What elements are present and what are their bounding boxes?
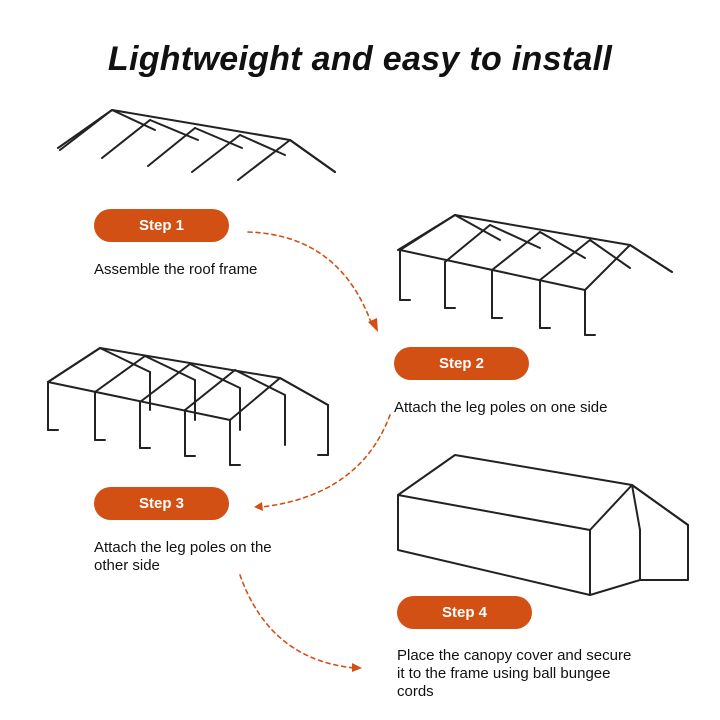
dashed-arrows: [239, 231, 391, 669]
step2-frame-illustration: [397, 214, 673, 336]
step3-frame-illustration: [47, 347, 329, 466]
arrowheads: [254, 318, 378, 672]
step-1-description: Assemble the roof frame: [94, 261, 258, 278]
step-3-description: Attach the leg poles on the other side: [94, 539, 272, 574]
roof-frame-illustration: [57, 109, 336, 181]
page-title: Lightweight and easy to install: [107, 40, 613, 78]
step-4-badge: Step 4: [397, 596, 532, 629]
step-4-description: Place the canopy cover and secure it to …: [397, 647, 632, 700]
canopy-tent-illustration: [397, 454, 689, 596]
step-3-badge: Step 3: [94, 487, 229, 520]
step-2-badge: Step 2: [394, 347, 529, 380]
step-1-badge: Step 1: [94, 209, 229, 242]
step-2-description: Attach the leg poles on one side: [394, 399, 608, 416]
